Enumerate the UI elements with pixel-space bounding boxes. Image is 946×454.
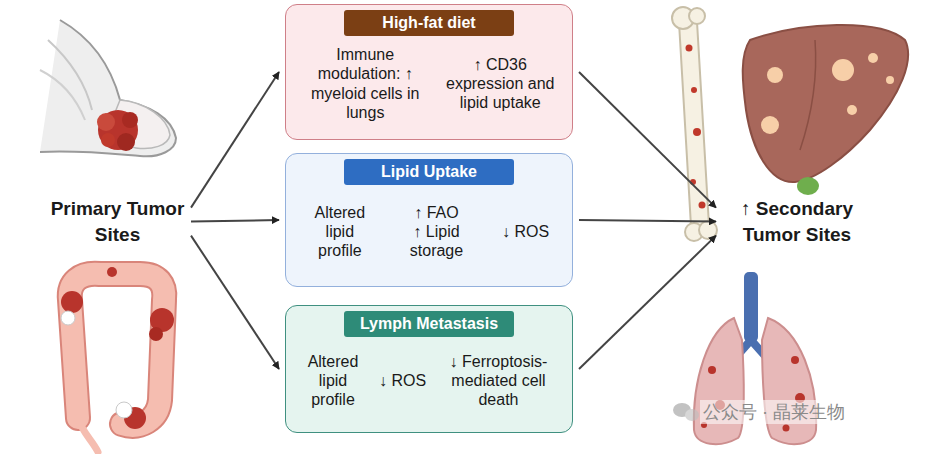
box-text: ↑ Lipid storage: [394, 222, 479, 260]
flow-arrow: [579, 236, 716, 369]
text-column: Immune modulation: ↑ myeloid cells in lu…: [300, 45, 430, 122]
text-column: ↑ FAO↑ Lipid storage: [394, 203, 479, 261]
process-box: Lymph MetastasisAltered lipid profile ↓ R…: [285, 305, 573, 433]
process-box: Lipid UptakeAltered lipid profile ↑ FAO↑ …: [285, 153, 573, 287]
box-body: Altered lipid profile ↑ FAO↑ Lipid storag…: [294, 185, 564, 278]
text-column: ↑ CD36 expression and lipid uptake: [443, 55, 558, 113]
box-text: ↓ ROS: [502, 222, 549, 241]
box-text: ↓ Ferroptosis-mediated cell death: [436, 352, 561, 410]
flow-arrow: [191, 236, 279, 369]
text-column: ↓ Ferroptosis-mediated cell death: [436, 352, 561, 410]
box-heading: Lipid Uptake: [344, 159, 514, 185]
site-label: Primary Tumor Sites: [50, 196, 185, 247]
text-column: ↓ ROS: [496, 222, 556, 241]
watermark: 公众号 · 晶莱生物: [700, 400, 848, 424]
site-label-node: Primary Tumor Sites: [50, 196, 185, 247]
site-label-node: ↑ Secondary Tumor Sites: [722, 196, 872, 247]
box-heading: Lymph Metastasis: [344, 311, 514, 337]
box-body: Immune modulation: ↑ myeloid cells in lu…: [294, 36, 564, 131]
box-text: Immune modulation: ↑ myeloid cells in lu…: [300, 45, 430, 122]
flow-arrow: [191, 220, 279, 221]
liver-illustration: [743, 25, 908, 195]
box-text: ↓ ROS: [379, 371, 426, 390]
flow-arrow: [191, 72, 279, 208]
breast-illustration: [40, 20, 176, 156]
box-text: Altered lipid profile: [297, 352, 369, 410]
watermark-icon: [673, 403, 699, 421]
colon-illustration: [61, 267, 174, 452]
bone-illustration: [672, 7, 717, 241]
flow-arrow: [579, 220, 716, 221]
box-text: ↑ CD36 expression and lipid uptake: [443, 55, 558, 113]
box-text: ↑ FAO: [414, 203, 458, 222]
box-heading: High-fat diet: [344, 10, 514, 36]
flow-arrow: [579, 72, 716, 208]
process-box: High-fat dietImmune modulation: ↑ myeloi…: [285, 4, 573, 140]
text-column: Altered lipid profile: [297, 352, 369, 410]
text-column: Altered lipid profile: [302, 203, 377, 261]
box-body: Altered lipid profile ↓ ROS ↓ Ferroptosis-…: [294, 337, 564, 424]
site-label: ↑ Secondary Tumor Sites: [722, 196, 872, 247]
text-column: ↓ ROS: [375, 371, 430, 390]
box-text: Altered lipid profile: [302, 203, 377, 261]
